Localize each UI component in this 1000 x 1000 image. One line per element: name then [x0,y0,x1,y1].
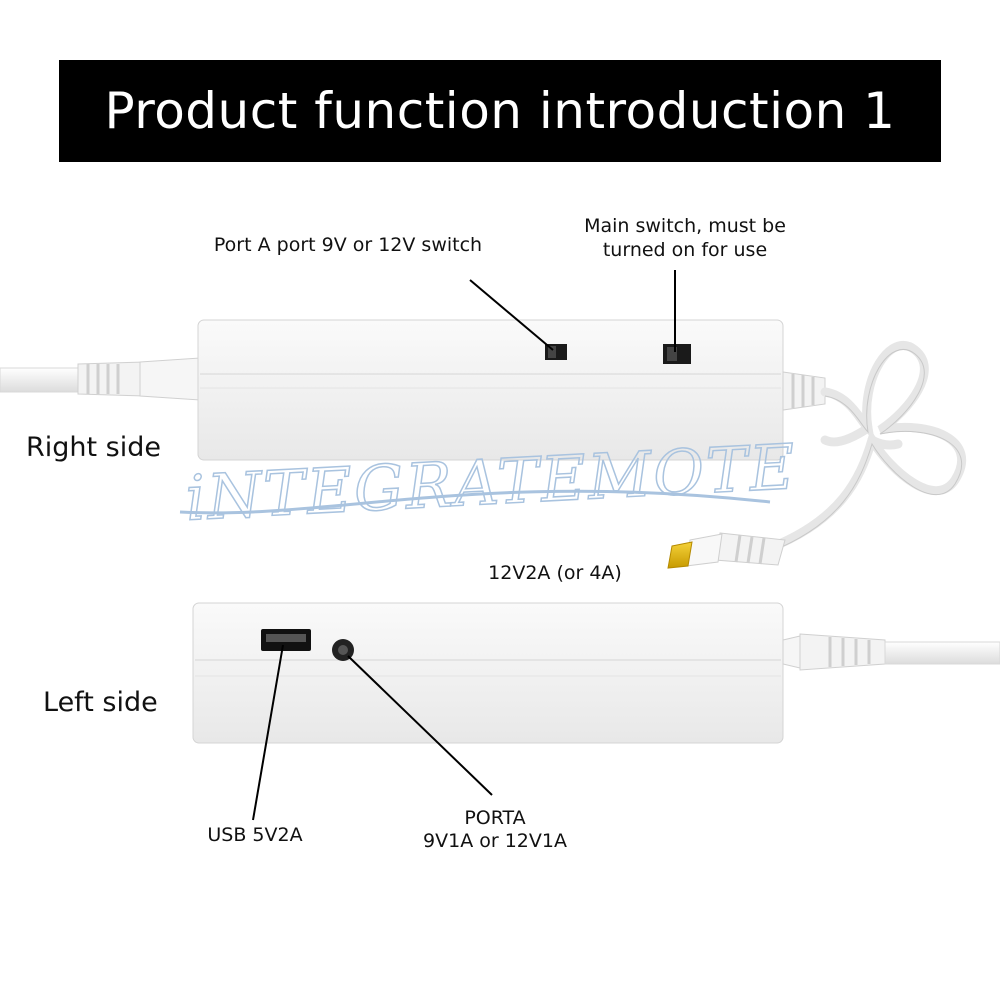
title-bar: Product function introduction 1 [59,60,941,162]
port-a-switch-label: Port A port 9V or 12V switch [213,234,483,256]
porta-label-line1: PORTA [464,807,526,829]
device-body-left [192,602,784,744]
strain-relief-left-device [782,633,886,671]
callout-lines [252,270,676,821]
cable-right [884,641,1000,665]
right-side-label: Right side [26,432,161,463]
output-label: 12V2A (or 4A) [488,562,622,584]
usb-port-icon [261,629,311,651]
watermark-swoosh [179,489,771,515]
device-left-side [192,602,1000,744]
porta-label-line2: 9V1A or 12V1A [423,830,567,852]
callout-port-a-switch [469,279,554,351]
plug-tip [667,541,693,569]
usb-label: USB 5V2A [207,824,303,846]
page-title: Product function introduction 1 [104,82,896,140]
strain-relief-left [77,357,201,401]
strain-relief-right [782,371,826,411]
left-side-label: Left side [43,687,158,718]
callout-porta [347,655,493,796]
device-right-side [0,319,966,569]
callout-usb [252,644,284,821]
main-switch-label-line1: Main switch, must be [584,215,786,237]
dc-plug-icon [667,532,786,569]
main-switch-label-line2: turned on for use [602,239,768,261]
